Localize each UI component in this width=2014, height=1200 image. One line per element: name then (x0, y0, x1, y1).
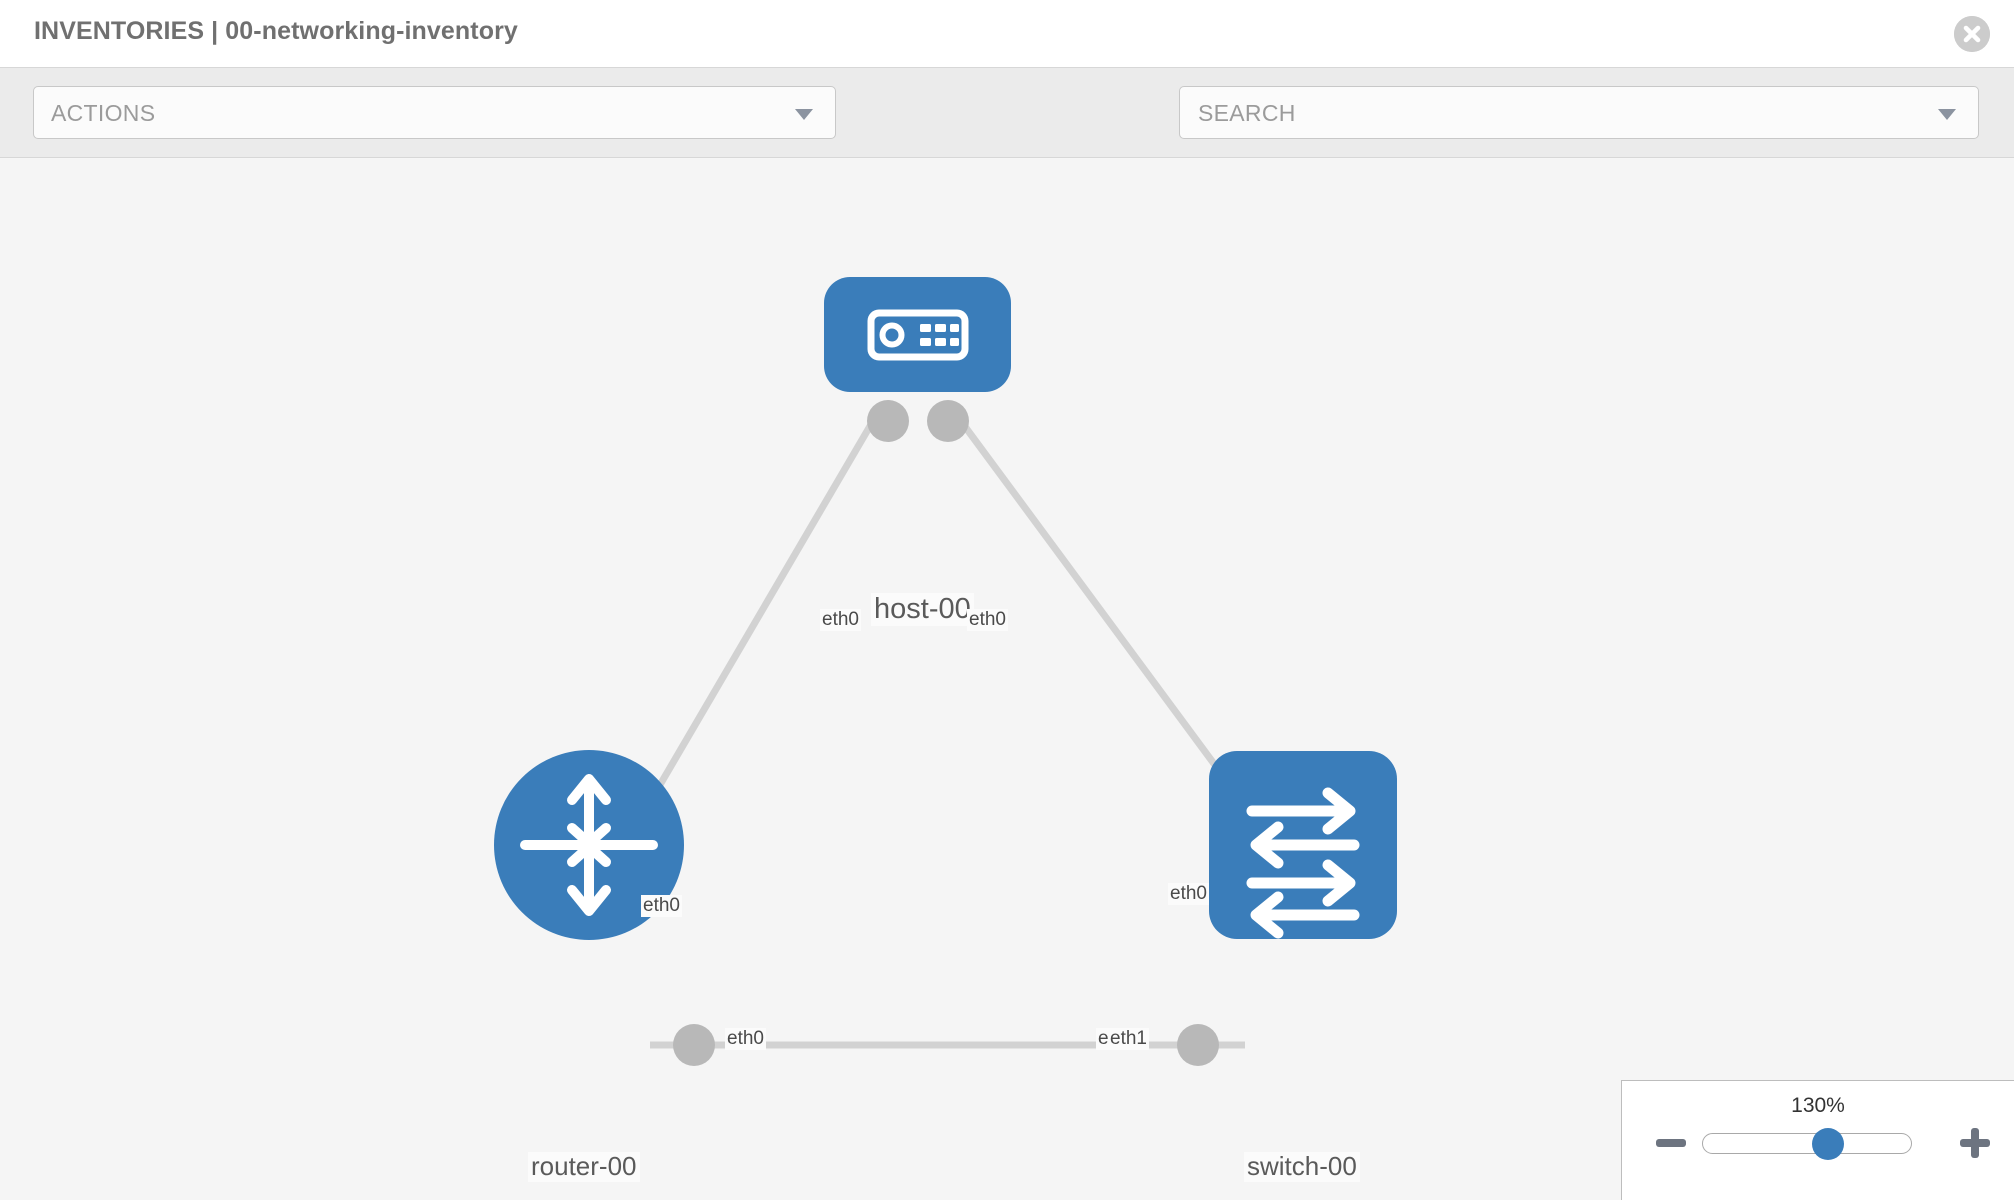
zoom-level-value: 130% (1791, 1094, 1845, 1117)
search-placeholder: SEARCH (1198, 100, 1296, 126)
endpoint-router-right[interactable] (673, 1024, 715, 1066)
edge-label-switch-up-eth0: eth0 (1168, 883, 1209, 905)
endpoint-host-left[interactable] (867, 400, 909, 442)
minus-icon[interactable] (1656, 1139, 1686, 1147)
page-header: INVENTORIES | 00-networking-inventory (0, 0, 2014, 68)
edge-host-router[interactable] (636, 407, 884, 821)
page-title: INVENTORIES | 00-networking-inventory (34, 17, 518, 45)
chevron-down-icon (795, 109, 813, 120)
plus-icon[interactable] (1960, 1128, 1990, 1158)
chevron-down-icon (1938, 109, 1956, 120)
endpoint-switch-left[interactable] (1177, 1024, 1219, 1066)
endpoint-host-right[interactable] (927, 400, 969, 442)
node-host-00[interactable] (824, 277, 1011, 392)
zoom-slider-thumb[interactable] (1812, 1128, 1844, 1160)
edge-label-host-left-eth0: eth0 (820, 609, 861, 631)
edge-label-router-right-eth0: eth0 (725, 1028, 766, 1050)
node-switch-00[interactable] (1209, 751, 1397, 939)
close-icon[interactable] (1954, 16, 1990, 52)
edge-label-router-up-eth0: eth0 (641, 895, 682, 917)
zoom-control-panel: 130% (1621, 1080, 2014, 1200)
zoom-slider-track[interactable] (1702, 1133, 1912, 1154)
node-label-host-00: host-00 (871, 593, 974, 627)
search-input[interactable]: SEARCH (1179, 86, 1979, 139)
actions-dropdown[interactable]: ACTIONS (33, 86, 836, 139)
edge-host-switch[interactable] (949, 406, 1243, 802)
node-label-switch-00: switch-00 (1244, 1151, 1360, 1182)
actions-dropdown-label: ACTIONS (51, 100, 156, 126)
edge-label-switch-left-eth1: eth1 (1108, 1028, 1149, 1050)
toolbar: ACTIONS SEARCH (0, 68, 2014, 200)
node-router-00[interactable] (494, 750, 684, 940)
topology-graph (494, 277, 1397, 1066)
node-label-router-00: router-00 (528, 1151, 640, 1182)
edge-label-host-right-eth0: eth0 (967, 609, 1008, 631)
topology-canvas[interactable]: host-00 router-00 switch-00 eth0 eth0 et… (0, 159, 2014, 1200)
